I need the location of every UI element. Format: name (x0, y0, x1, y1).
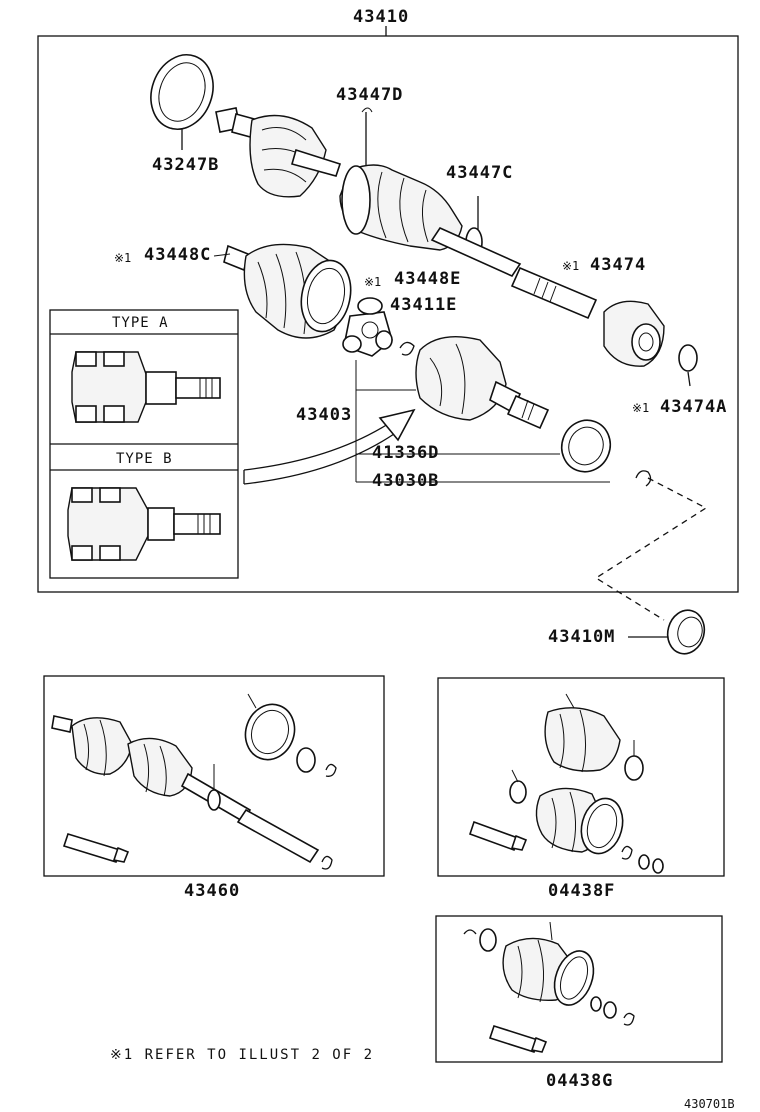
label-bearing-ring[interactable]: 43247B (152, 155, 219, 175)
label-boot-kit-outer[interactable]: 04438G (546, 1071, 613, 1091)
boot-kit-inner-grease-tube[interactable] (468, 820, 528, 852)
type-arrow (243, 408, 416, 485)
label-type-a[interactable]: TYPE A (112, 315, 169, 331)
label-snap-ring[interactable]: 43030B (372, 471, 439, 491)
type-a-housing-part[interactable] (71, 351, 221, 423)
shaft-assy-clamp-small[interactable] (296, 747, 337, 777)
label-inner-boot-clamp-e[interactable]: 43448E (394, 269, 461, 289)
type-b-housing-part[interactable] (67, 487, 221, 561)
snap-ring-leader (594, 477, 708, 621)
inner-joint-part[interactable] (415, 335, 550, 430)
illustration-id: 430701B (684, 1097, 735, 1111)
boot-kit-inner-small-parts[interactable] (621, 845, 664, 874)
boot-kit-outer-clamp[interactable] (463, 928, 497, 952)
snap-ring-part[interactable] (635, 470, 652, 487)
damper-clip-part[interactable] (678, 344, 698, 387)
ref-mark-inner-shaft: ※1 (562, 259, 579, 273)
ref-mark-damper: ※1 (632, 401, 649, 415)
label-inner-joint[interactable]: 43403 (296, 405, 352, 425)
grease-tube-part[interactable] (62, 833, 130, 863)
tripod-part[interactable] (342, 297, 415, 357)
label-type-b[interactable]: TYPE B (116, 451, 173, 467)
boot-kit-inner-boot-inner[interactable] (509, 769, 629, 858)
shaft-assy-frame (43, 675, 385, 877)
seal-kit-part[interactable] (628, 606, 709, 658)
label-dust-seal[interactable]: 41336D (372, 443, 439, 463)
leader-lines (355, 360, 610, 483)
boot-kit-inner-boot-outer[interactable] (544, 693, 644, 781)
label-boot-kit-inner[interactable]: 04438F (548, 881, 615, 901)
boot-kit-outer-frame (435, 915, 723, 1063)
shaft-assy-clamp-large[interactable] (238, 693, 302, 767)
label-inner-shaft[interactable]: 43474 (590, 255, 646, 275)
boot-kit-outer-boot[interactable] (502, 921, 600, 1010)
damper-part[interactable] (603, 300, 665, 367)
label-tripod[interactable]: 43411E (390, 295, 457, 315)
outer-cv-joint-part[interactable] (215, 107, 342, 198)
dust-seal-part[interactable] (555, 413, 618, 478)
label-damper[interactable]: 43474A (660, 397, 727, 417)
shaft-assy-part[interactable] (51, 715, 333, 870)
label-shaft-assy[interactable]: 43460 (184, 881, 240, 901)
ref-mark-inner-boot-clamp-e: ※1 (364, 275, 381, 289)
outer-small-clamp-part[interactable] (430, 196, 522, 278)
label-boot-outer-small-clamp[interactable]: 43447C (446, 163, 513, 183)
bearing-ring-part[interactable] (141, 46, 223, 150)
label-boot-outer-clamp[interactable]: 43447D (336, 85, 403, 105)
main-assembly-frame (37, 26, 739, 593)
ref-mark-inner-boot-clamp: ※1 (114, 251, 131, 265)
type-box (49, 309, 239, 579)
inner-shaft-part[interactable] (510, 266, 598, 320)
label-assembly[interactable]: 43410 (353, 7, 409, 27)
inner-boot-part[interactable] (223, 243, 357, 339)
outer-boot-part[interactable] (339, 107, 463, 251)
footnote: ※1 REFER TO ILLUST 2 OF 2 (110, 1047, 374, 1063)
boot-kit-outer-small-parts[interactable] (590, 996, 635, 1026)
label-seal-kit[interactable]: 43410M (548, 627, 615, 647)
boot-kit-outer-grease-tube[interactable] (488, 1024, 548, 1054)
label-inner-boot-clamp[interactable]: 43448C (144, 245, 211, 265)
boot-kit-inner-frame (437, 677, 725, 877)
